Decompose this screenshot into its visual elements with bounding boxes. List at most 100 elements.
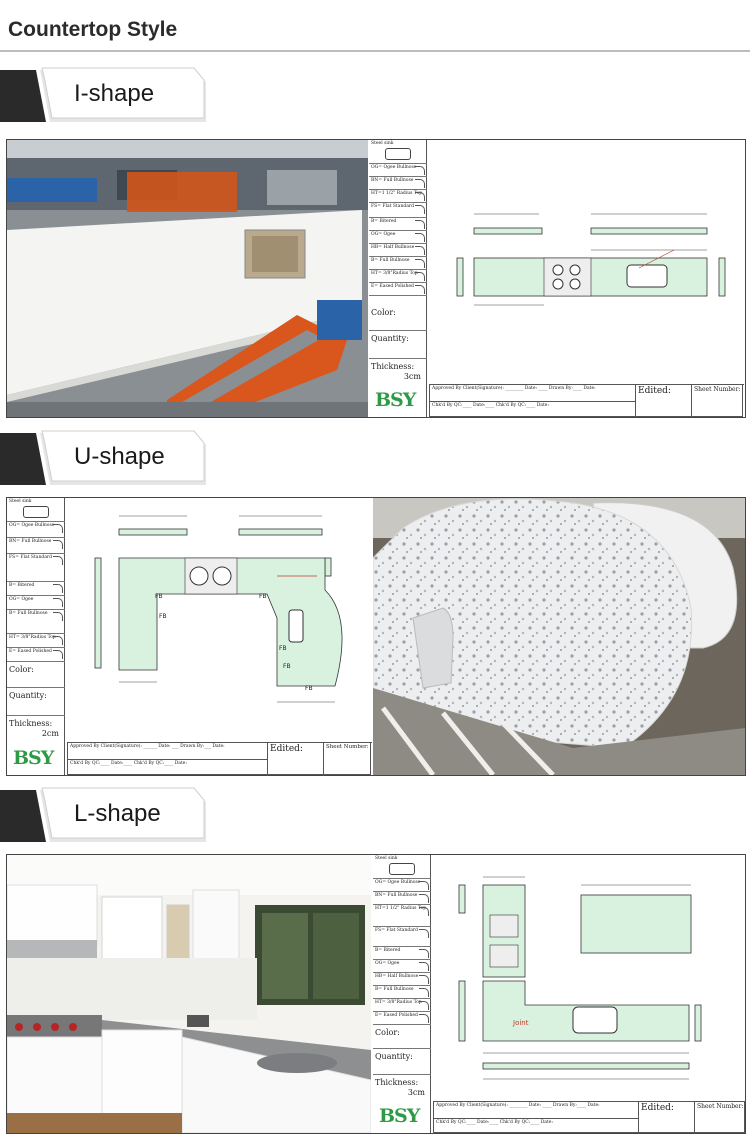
l-shape-panel: Steel sink OG= Ogee Bullnose BN= Full Bu… [6, 854, 746, 1134]
date-label: Date: [587, 1103, 600, 1108]
legend-item-text: FS= Flat Standard [9, 555, 52, 560]
banner-graphic [0, 67, 206, 122]
date-label: Date: [528, 1103, 542, 1108]
l-shape-banner: L-shape [0, 786, 210, 848]
legend-item-text: BN= Full Bullnose [375, 893, 418, 898]
edge-mark: FB [155, 593, 163, 600]
legend-item: HT=1 1/2" Radius Top [373, 905, 431, 927]
legend-item-text: OG= Ogee Bullnose [9, 523, 55, 528]
edge-profile-icon [415, 205, 425, 214]
edge-profile-icon [53, 524, 63, 533]
legend-item-text: B= Full Bullnose [371, 258, 410, 263]
legend-item-text: B= Bitered [9, 583, 35, 588]
legend-item-text: FS= Flat Standard [371, 204, 414, 209]
edge-profile-icon [415, 285, 425, 294]
legend-item: OG= Ogee [369, 231, 427, 244]
date-label: Date: [524, 386, 538, 391]
section-label: I-shape [74, 80, 155, 107]
company-logo: BSY [13, 747, 54, 769]
edge-mark: FB [259, 593, 267, 600]
banner-graphic [0, 787, 206, 842]
drawn-label: Drawn By: [548, 386, 573, 391]
approved-label: Approved By Client(Signature): [70, 744, 142, 749]
legend-item: HB= Half Bullnose [369, 244, 427, 257]
edge-mark: FB [279, 645, 287, 652]
approved-cell: Approved By Client(Signature): ______ Da… [67, 742, 267, 759]
date-label: Date: [476, 1120, 490, 1125]
legend-item: HT= 3/8"Radius Top [7, 634, 65, 648]
legend-item: BN= Full Bullnose [373, 892, 431, 905]
legend-item: E= Eased Polished [369, 283, 427, 296]
legend-item: OG= Ogee Bullnose [7, 522, 65, 538]
legend-item-text: E= Eased Polished [375, 1013, 418, 1018]
edge-profile-icon [415, 246, 425, 255]
legend-item: OG= Ogee Bullnose [369, 164, 427, 177]
u-shape-drawing-sheet: Steel sink OG= Ogee Bullnose BN= Full Bu… [7, 498, 372, 776]
section-label: L-shape [74, 800, 161, 827]
company-logo: BSY [375, 389, 416, 411]
checked-cell: Chk'd By QC:____ Date:____ Chk'd By QC:_… [433, 1118, 638, 1134]
thickness-value: 2cm [41, 729, 59, 738]
thickness-field: Thickness: 3cm [373, 1075, 431, 1101]
edge-profile-icon [53, 636, 63, 645]
edge-profile-icon [419, 988, 429, 997]
checked-label: Chk'd By QC: [495, 403, 527, 408]
edge-mark: FB [283, 663, 291, 670]
legend-item-text: B= Full Bullnose [375, 987, 414, 992]
quantity-field: Quantity: [373, 1049, 431, 1075]
legend-item: BN= Full Bullnose [369, 177, 427, 190]
edge-profile-legend: Steel sink OG= Ogee Bullnose BN= Full Bu… [7, 498, 65, 775]
thickness-field: Thickness: 2cm [7, 716, 65, 742]
legend-item-text: HT= 3/8"Radius Top [371, 271, 418, 276]
sheet-number-cell: Sheet Number: [323, 742, 372, 776]
legend-item: HT=1 1/2" Radius Top [369, 190, 427, 203]
legend-header: Steel sink [7, 498, 65, 522]
sheet-number-cell: Sheet Number: [694, 1101, 746, 1134]
drawn-label: Drawn By: [180, 744, 205, 749]
sink-icon [389, 863, 415, 875]
legend-item: BN= Full Bullnose [7, 538, 65, 554]
thickness-label: Thickness: [9, 719, 53, 728]
edge-profile-icon [415, 179, 425, 188]
edge-profile-icon [419, 929, 429, 938]
checked-label: Chk'd By QC: [133, 761, 165, 766]
edge-profile-icon [419, 881, 429, 890]
legend-item-text: B= Bitered [375, 948, 401, 953]
date-label: Date: [540, 1120, 553, 1125]
date-label: Date: [212, 744, 225, 749]
legend-item: B= Full Bullnose [369, 257, 427, 270]
edited-cell: Edited: [638, 1101, 694, 1134]
company-logo: BSY [379, 1105, 420, 1127]
quantity-field: Quantity: [369, 331, 427, 359]
edge-mark: FB [159, 613, 167, 620]
u-shape-panel: Steel sink OG= Ogee Bullnose BN= Full Bu… [6, 497, 746, 776]
edge-profile-legend: Steel sink OG= Ogee Bullnose BN= Full Bu… [373, 855, 431, 1133]
factory-countertop-image [7, 140, 368, 417]
legend-item: FS= Flat Standard [7, 554, 65, 582]
legend-item-text: HT=1 1/2" Radius Top [375, 906, 427, 911]
legend-item-text: OG= Ogee [371, 232, 396, 237]
joint-label: Joint [512, 1019, 529, 1027]
legend-item-text: FS= Flat Standard [375, 928, 418, 933]
legend-item-text: BN= Full Bullnose [9, 539, 52, 544]
date-label: Date: [583, 386, 596, 391]
legend-item: OG= Ogee [7, 596, 65, 610]
edge-profile-icon [415, 272, 425, 281]
legend-item: E= Eased Polished [7, 648, 65, 662]
l-shape-plan-drawing: Joint [458, 876, 702, 1080]
thickness-field: Thickness: 3cm [369, 359, 427, 385]
color-field: Color: [369, 305, 427, 331]
edge-profile-icon [415, 259, 425, 268]
date-label: Date: [158, 744, 171, 749]
legend-item: HB= Half Bullnose [373, 973, 431, 986]
edge-profile-icon [415, 233, 425, 242]
approved-label: Approved By Client(Signature): [432, 386, 504, 391]
edge-profile-icon [419, 1001, 429, 1010]
thickness-value: 3cm [407, 1088, 425, 1097]
speckled-quartz-slab-image [373, 498, 745, 775]
legend-item: HT= 3/8"Radius Top [373, 999, 431, 1012]
color-field: Color: [7, 662, 65, 688]
legend-item-text: OG= Ogee [9, 597, 34, 602]
date-label: Date: [536, 403, 549, 408]
legend-item: B= Bitered [373, 947, 431, 960]
